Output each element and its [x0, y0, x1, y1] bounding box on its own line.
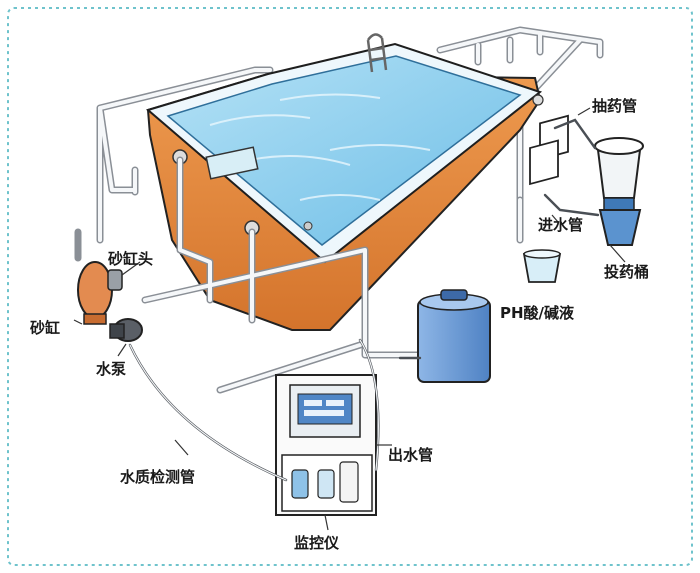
leader-lines	[73, 107, 626, 531]
pipe-network-front	[141, 156, 524, 394]
label-shagangtou: 砂缸头	[108, 250, 153, 268]
pool-ladder	[366, 33, 388, 73]
measuring-cup	[522, 249, 562, 283]
label-shagang: 砂缸	[30, 319, 60, 337]
sand-filter-head	[107, 269, 123, 291]
label-touyaotong: 投药桶	[604, 263, 649, 281]
label-chouyaoguan: 抽药管	[592, 97, 637, 115]
monitor-controller	[275, 374, 377, 516]
dosing-bucket	[594, 137, 644, 246]
sample-tubes	[128, 118, 600, 482]
label-chushuiguan: 出水管	[388, 446, 433, 464]
pool-water	[166, 55, 522, 246]
label-jinshuiguan: 进水管	[538, 216, 583, 234]
dotted-border	[7, 7, 693, 566]
control-panels	[529, 114, 569, 186]
ph-solution-tank	[417, 289, 491, 383]
labels: 抽药管 进水管 投药桶 PH酸/碱液 砂缸头 砂缸 水泵 水质检测管 出水管 监…	[30, 97, 649, 552]
main-drain	[303, 221, 313, 231]
label-shuibeng: 水泵	[96, 360, 126, 378]
water-ripples	[209, 93, 431, 201]
water-pump	[109, 318, 143, 342]
wall-inlet-right	[532, 94, 544, 106]
swimming-pool	[145, 33, 544, 331]
label-ph-solution: PH酸/碱液	[500, 304, 575, 322]
skimmer	[205, 146, 259, 180]
label-jiankongyi: 监控仪	[294, 534, 340, 552]
pipe-network	[96, 26, 604, 244]
sand-filter	[74, 228, 123, 325]
label-shuizhijianceguan: 水质检测管	[120, 468, 195, 486]
